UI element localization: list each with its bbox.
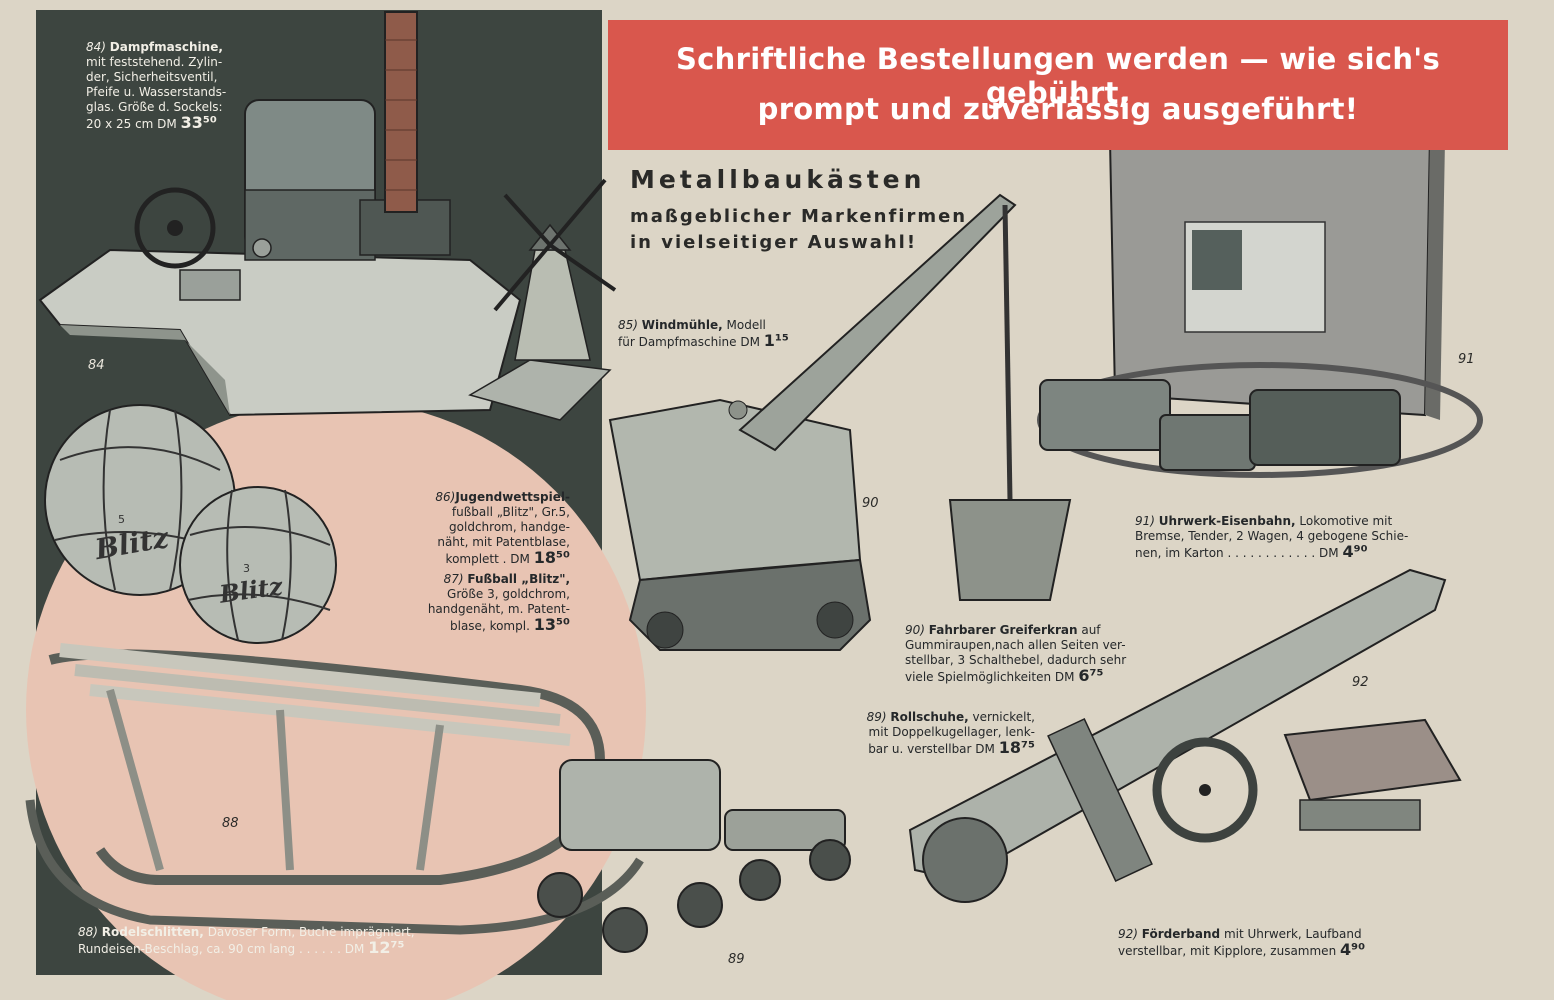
- price-88: 12⁷⁵: [368, 938, 405, 957]
- figure-number-89: 89: [728, 952, 745, 967]
- ball-size-label-3: 3: [243, 562, 250, 575]
- heading-subtitle-2: in vielseitiger Auswahl!: [630, 232, 918, 253]
- price-90: 6⁷⁵: [1078, 666, 1104, 685]
- caption-91: 91) Uhrwerk-Eisenbahn, Lokomotive mit Br…: [1135, 514, 1409, 561]
- price-89: 18⁷⁵: [998, 738, 1035, 757]
- figure-number-90: 90: [862, 496, 879, 511]
- caption-85: 85) Windmühle, Modell für Dampfmaschine …: [618, 318, 789, 350]
- banner-line-1: Schriftliche Bestellungen werden — wie s…: [675, 42, 1441, 110]
- figure-number-84: 84: [88, 358, 105, 373]
- crane-illustration: [608, 193, 1072, 651]
- caption-87: 87) Fußball „Blitz", Größe 3, goldchrom,…: [427, 572, 570, 634]
- caption-92: 92) Förderband mit Uhrwerk, Laufband ver…: [1118, 927, 1366, 959]
- price-86: 18⁵⁰: [533, 548, 570, 567]
- steam-engine-illustration: [38, 11, 522, 417]
- figure-number-92: 92: [1352, 675, 1369, 690]
- price-84: 33⁵⁰: [180, 113, 217, 132]
- ball-size-label-5: 5: [118, 513, 125, 526]
- metallbaukasten-heading: Metallbaukästen maßgeblicher Markenfirme…: [630, 165, 967, 256]
- price-85: 1¹⁵: [763, 331, 789, 350]
- heading-subtitle-1: maßgeblicher Markenfirmen: [630, 206, 968, 227]
- price-92: 4⁹⁰: [1340, 940, 1366, 959]
- heading-title: Metallbaukästen: [630, 165, 926, 194]
- caption-84: 84) Dampfmaschine, mit feststehend. Zyli…: [86, 40, 227, 132]
- banner-line-2: prompt und zuverlässig ausgeführt!: [757, 92, 1359, 126]
- sled-illustration: [25, 643, 644, 935]
- football-illustrations: Blitz 5 Blitz 3: [44, 404, 337, 644]
- price-91: 4⁹⁰: [1342, 542, 1368, 561]
- train-set-illustration: [1037, 133, 1483, 478]
- caption-90: 90) Fahrbarer Greiferkran auf Gummiraupe…: [905, 623, 1127, 685]
- figure-number-91: 91: [1458, 352, 1475, 367]
- figure-number-88: 88: [222, 816, 239, 831]
- order-banner: Schriftliche Bestellungen werden — wie s…: [608, 20, 1508, 150]
- caption-89: 89) Rollschuhe, vernickelt, mit Doppelku…: [866, 710, 1035, 757]
- conveyor-illustration: [908, 568, 1462, 903]
- price-87: 13⁵⁰: [533, 615, 570, 634]
- caption-88: 88) Rodelschlitten, Davoser Form, Buche …: [78, 925, 415, 957]
- windmill-illustration: [468, 178, 617, 421]
- roller-skates-illustration: [537, 759, 851, 953]
- caption-86: 86)Jugendwettspiel- fußball „Blitz", Gr.…: [435, 490, 570, 567]
